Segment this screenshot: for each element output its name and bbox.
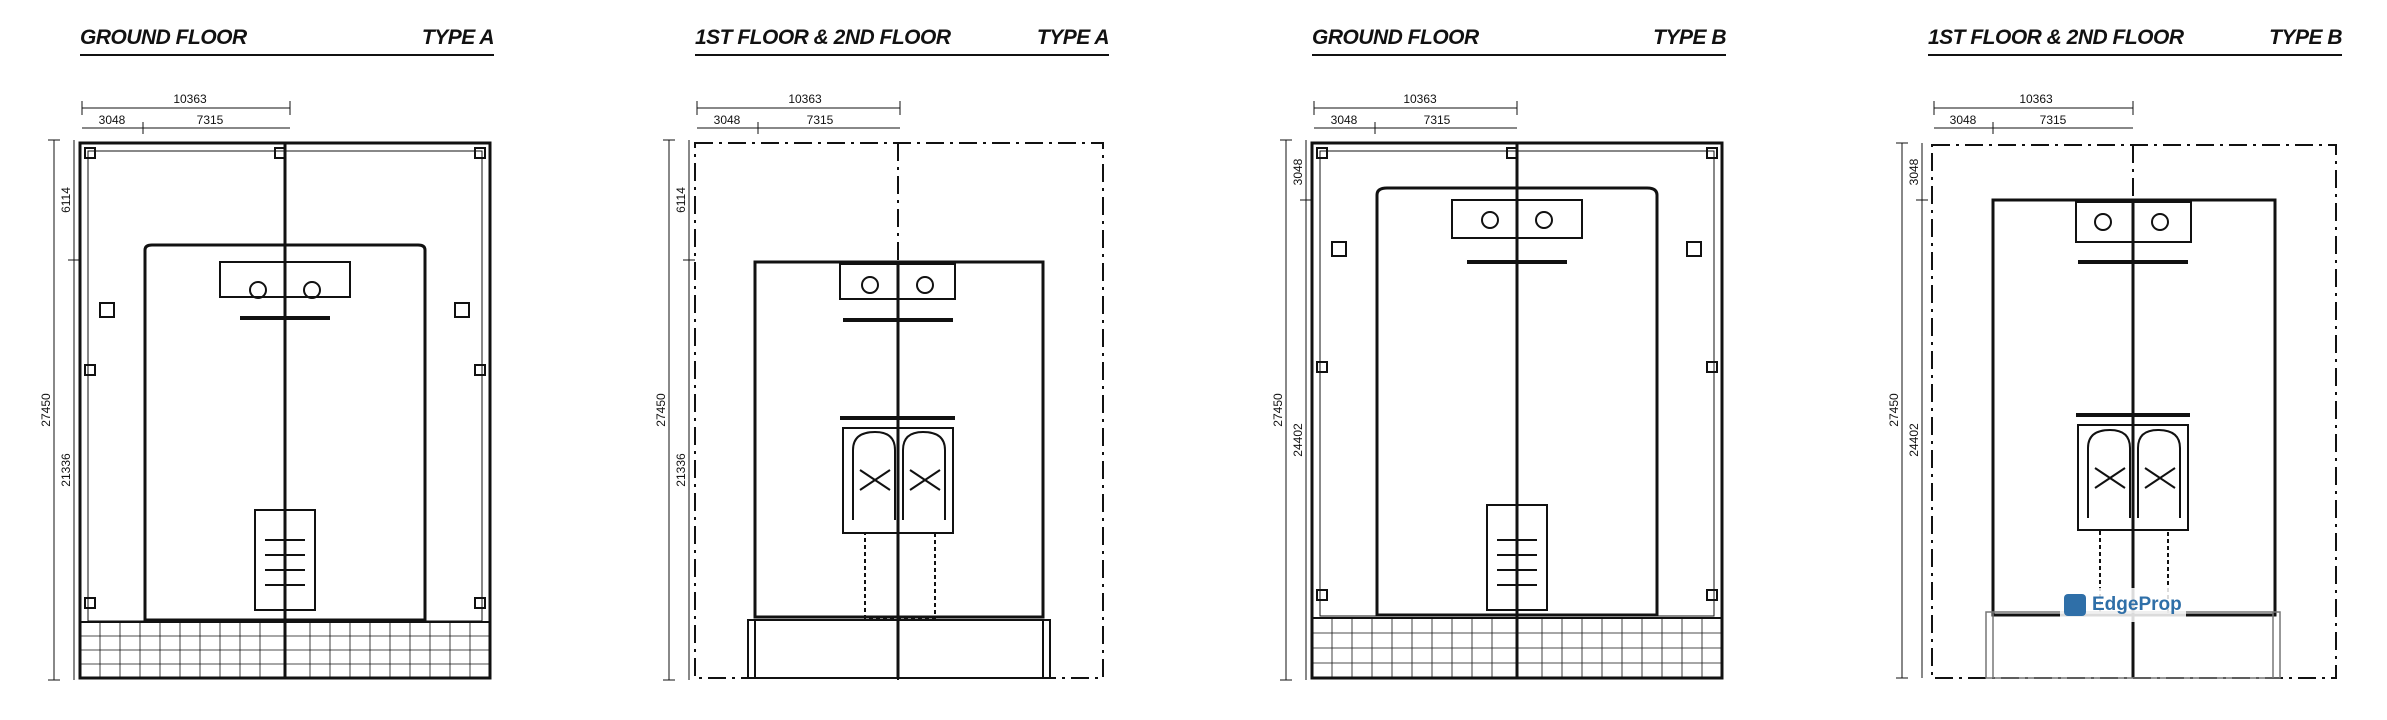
dim-height-top: 6114 [59,187,73,213]
width-dimension [1313,101,1518,134]
floor-plan-drawing: 10363 3048 7315 27450 3048 24402 [1271,92,1724,681]
height-dimension [48,139,80,681]
dim-height-total: 27450 [654,393,668,427]
edgeprop-watermark: EdgeProp [2060,588,2186,622]
plan-type: TYPE B [2269,26,2342,49]
dim-height-bottom: 21336 [59,453,73,487]
dim-width-total: 10363 [173,92,207,106]
balcony [747,619,1051,679]
dim-width-total: 10363 [788,92,822,106]
five-foot-way-tiles [79,621,491,679]
dim-height-bottom: 24402 [1907,423,1921,457]
staircase [2076,413,2190,616]
floor-plan-drawing: 10363 3048 7315 27450 6114 21336 [654,92,1104,681]
height-dimension [1280,139,1312,681]
plan-type: TYPE A [1036,26,1110,49]
five-foot-way-tiles [1311,617,1723,679]
height-dimension [1896,142,1928,679]
floor-plan-drawing: 10363 3048 7315 27450 6114 21336 [39,92,492,681]
width-dimension [696,101,901,134]
plan-type: TYPE A [421,26,495,49]
staircase [1486,504,1548,611]
dim-height-total: 27450 [1887,393,1901,427]
plan-title: GROUND FLOOR [80,26,247,49]
floor-plan-upper-type-b: 1ST FLOOR & 2ND FLOOR TYPE B 10363 3048 … [1887,0,2387,720]
floor-plan-ground-type-a: GROUND FLOOR TYPE A 10363 3048 7315 2745… [39,0,600,720]
dim-width-total: 10363 [1403,92,1437,106]
toilet-block [219,261,351,320]
staircase [840,416,955,619]
plan-header: 1ST FLOOR & 2ND FLOOR TYPE B [1928,24,2342,56]
width-dimension [1933,101,2134,134]
dim-width-left: 3048 [714,113,741,127]
dim-width-right: 7315 [197,113,224,127]
plan-header: GROUND FLOOR TYPE B [1312,24,1726,56]
plan-header: 1ST FLOOR & 2ND FLOOR TYPE A [695,24,1110,56]
plan-title: GROUND FLOOR [1312,26,1479,49]
toilet-block [1451,199,1583,264]
plan-header: GROUND FLOOR TYPE A [80,24,495,56]
floor-plan-upper-type-a: 1ST FLOOR & 2ND FLOOR TYPE A 10363 3048 … [654,0,1215,720]
toilet-block [839,263,956,322]
dim-width-right: 7315 [807,113,834,127]
toilet-block [2075,201,2192,264]
staircase [254,509,316,611]
dim-height-bottom: 21336 [674,453,688,487]
floor-plan-ground-type-b: GROUND FLOOR TYPE B 10363 3048 7315 2745… [1271,0,1832,720]
dim-height-top: 3048 [1291,158,1305,185]
width-dimension [81,101,291,134]
dim-width-right: 7315 [2040,113,2067,127]
dim-width-total: 10363 [2019,92,2053,106]
plan-title: 1ST FLOOR & 2ND FLOOR [1928,26,2184,49]
dim-width-left: 3048 [1950,113,1977,127]
dim-width-left: 3048 [1331,113,1358,127]
edgeprop-logo-icon [2064,594,2086,616]
watermark-text: EdgeProp [2092,594,2182,615]
columns [84,147,486,609]
dim-height-total: 27450 [39,393,53,427]
columns [1316,147,1718,601]
dim-height-bottom: 24402 [1291,423,1305,457]
dim-height-top: 6114 [674,187,688,213]
dim-height-total: 27450 [1271,393,1285,427]
dim-width-left: 3048 [99,113,126,127]
height-dimension [663,139,695,681]
dim-width-right: 7315 [1424,113,1451,127]
dim-height-top: 3048 [1907,158,1921,185]
plan-title: 1ST FLOOR & 2ND FLOOR [695,26,951,49]
plan-type: TYPE B [1653,26,1726,49]
